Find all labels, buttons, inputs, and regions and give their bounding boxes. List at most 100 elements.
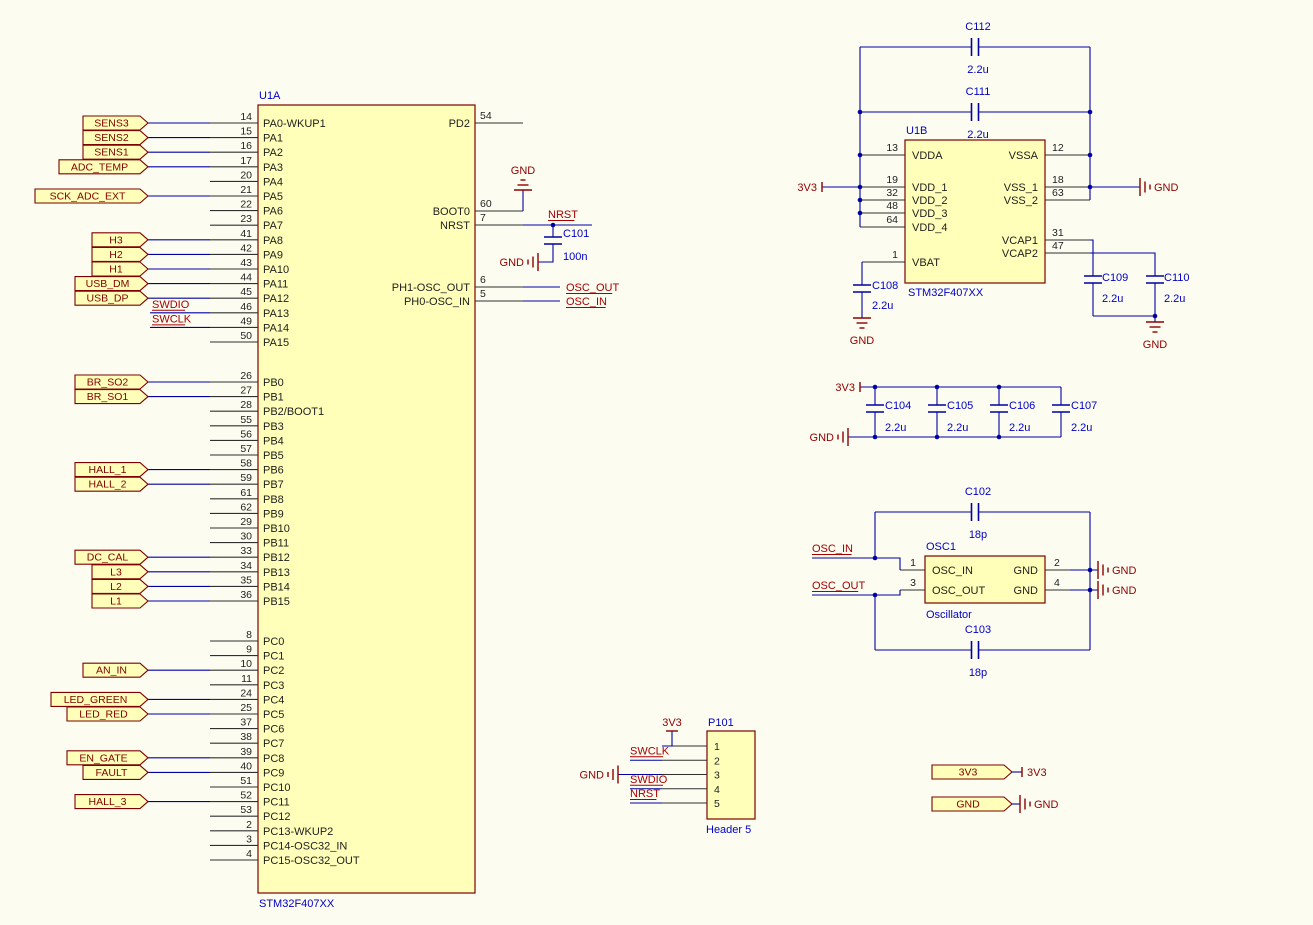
port-flag-EN_GATE[interactable] xyxy=(66,750,149,766)
u1a-designator[interactable]: U1A xyxy=(259,90,281,102)
wire[interactable] xyxy=(538,244,554,263)
power-label[interactable]: 3V3 xyxy=(662,717,682,729)
cap-value[interactable]: 2.2u xyxy=(1164,293,1185,305)
cap-value[interactable]: 18p xyxy=(969,529,987,541)
port-flag-ADC_TEMP[interactable] xyxy=(58,159,149,175)
wire[interactable] xyxy=(662,731,673,747)
cap-designator[interactable]: C105 xyxy=(947,400,973,412)
port-flag-USB_DP[interactable] xyxy=(74,290,149,306)
port-flag-HALL_1[interactable] xyxy=(74,462,149,478)
cap-value[interactable]: 2.2u xyxy=(885,422,906,434)
pin-name: PB1 xyxy=(263,392,284,404)
u1a-part[interactable]: STM32F407XX xyxy=(259,898,335,910)
cap-value[interactable]: 2.2u xyxy=(967,64,988,76)
cap-designator[interactable]: C102 xyxy=(965,486,991,498)
pin-number: 19 xyxy=(886,174,898,186)
cap-designator[interactable]: C107 xyxy=(1071,400,1097,412)
port-flag-label: ADC_TEMP xyxy=(71,161,128,173)
osc1-part[interactable]: Oscillator xyxy=(926,609,972,621)
c101-designator[interactable]: C101 xyxy=(563,228,589,240)
port-flag-label: GND xyxy=(956,799,980,811)
port-flag-L1[interactable] xyxy=(91,593,149,609)
p101-part[interactable]: Header 5 xyxy=(706,824,751,836)
net-label-NRST[interactable]: NRST xyxy=(630,788,660,800)
port-flag-GND[interactable] xyxy=(931,796,1013,812)
net-label-OSC_OUT[interactable]: OSC_OUT xyxy=(566,282,619,294)
port-flag-L3[interactable] xyxy=(91,564,149,580)
power-label[interactable]: 3V3 xyxy=(1027,767,1047,779)
gnd-label[interactable]: GND xyxy=(500,257,525,269)
net-label-OSC_OUT[interactable]: OSC_OUT xyxy=(812,580,865,592)
port-flag-LED_GREEN[interactable] xyxy=(50,691,149,707)
gnd-label[interactable]: GND xyxy=(1154,182,1179,194)
port-flag-USB_DM[interactable] xyxy=(74,276,149,292)
net-label-SWCLK[interactable]: SWCLK xyxy=(152,313,192,325)
gnd-label[interactable]: GND xyxy=(1034,799,1059,811)
pin-number: 23 xyxy=(240,213,252,225)
pin-number: 55 xyxy=(240,414,252,426)
gnd-label[interactable]: GND xyxy=(580,770,605,782)
cap-value[interactable]: 2.2u xyxy=(1071,422,1092,434)
gnd-label[interactable]: GND xyxy=(1143,339,1168,351)
port-flag-LED_RED[interactable] xyxy=(66,706,149,722)
port-flag-3V3[interactable] xyxy=(931,764,1013,780)
cap-designator[interactable]: C111 xyxy=(966,86,991,98)
port-flag-BR_SO1[interactable] xyxy=(74,389,149,405)
junction-dot xyxy=(872,434,878,440)
port-flag-HALL_3[interactable] xyxy=(74,794,149,810)
port-flag-AN_IN[interactable] xyxy=(82,662,149,678)
gnd-label[interactable]: GND xyxy=(850,335,875,347)
cap-value[interactable]: 2.2u xyxy=(872,300,893,312)
cap-designator[interactable]: C110 xyxy=(1164,272,1189,284)
port-flag-H3[interactable] xyxy=(91,232,149,248)
gnd-label[interactable]: GND xyxy=(1112,565,1137,577)
port-flag-L2[interactable] xyxy=(91,578,149,594)
port-flag-SCK_ADC_EXT[interactable] xyxy=(34,188,149,204)
net-label-SWDIO[interactable]: SWDIO xyxy=(152,299,190,311)
junction-dot xyxy=(872,384,878,390)
port-flag-BR_SO2[interactable] xyxy=(74,374,149,390)
power-label[interactable]: 3V3 xyxy=(797,182,817,194)
net-label-OSC_IN[interactable]: OSC_IN xyxy=(812,543,853,555)
cap-value[interactable]: 2.2u xyxy=(1102,293,1123,305)
c101-value[interactable]: 100n xyxy=(563,251,587,263)
port-flag-SENS2[interactable] xyxy=(82,130,149,146)
cap-designator[interactable]: C109 xyxy=(1102,272,1128,284)
power-label[interactable]: 3V3 xyxy=(835,382,855,394)
p101-designator[interactable]: P101 xyxy=(708,717,734,729)
port-flag-HALL_2[interactable] xyxy=(74,476,149,492)
port-flag-DC_CAL[interactable] xyxy=(74,549,149,565)
port-flag-SENS3[interactable] xyxy=(82,115,149,131)
cap-designator[interactable]: C112 xyxy=(965,21,990,33)
wire[interactable] xyxy=(1090,252,1156,276)
net-label-NRST[interactable]: NRST xyxy=(548,209,578,221)
net-label-SWCLK[interactable]: SWCLK xyxy=(630,745,670,757)
cap-value[interactable]: 2.2u xyxy=(1009,422,1030,434)
cap-designator[interactable]: C104 xyxy=(885,400,911,412)
cap-designator[interactable]: C106 xyxy=(1009,400,1035,412)
gnd-label[interactable]: GND xyxy=(1112,585,1137,597)
u1a-body[interactable] xyxy=(257,104,476,894)
port-flag-H1[interactable] xyxy=(91,261,149,277)
cap-designator[interactable]: C103 xyxy=(965,624,991,636)
port-flag-FAULT[interactable] xyxy=(82,764,149,780)
cap-value[interactable]: 2.2u xyxy=(967,129,988,141)
wire[interactable] xyxy=(812,590,901,596)
u1b-part[interactable]: STM32F407XX xyxy=(908,287,984,299)
wire[interactable] xyxy=(1090,239,1094,276)
port-flag-H2[interactable] xyxy=(91,246,149,262)
net-label-OSC_IN[interactable]: OSC_IN xyxy=(566,296,607,308)
gnd-label[interactable]: GND xyxy=(511,165,536,177)
osc1-body[interactable] xyxy=(924,555,1046,604)
wire[interactable] xyxy=(812,557,901,570)
gnd-label[interactable]: GND xyxy=(810,432,835,444)
cap-designator[interactable]: C108 xyxy=(872,280,898,292)
port-flag-SENS1[interactable] xyxy=(82,144,149,160)
net-label-SWDIO[interactable]: SWDIO xyxy=(630,774,668,786)
cap-value[interactable]: 18p xyxy=(969,667,987,679)
u1b-body[interactable] xyxy=(904,139,1046,284)
pin-name: OSC_OUT xyxy=(932,585,985,597)
osc1-designator[interactable]: OSC1 xyxy=(926,541,956,553)
u1b-designator[interactable]: U1B xyxy=(906,125,927,137)
cap-value[interactable]: 2.2u xyxy=(947,422,968,434)
